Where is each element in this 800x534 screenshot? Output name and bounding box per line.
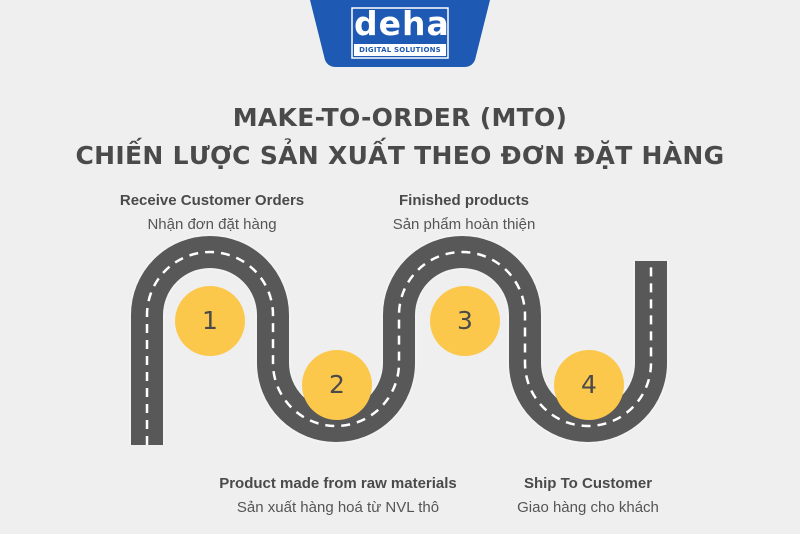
step-4-label-en: Ship To Customer: [523, 475, 653, 492]
title-line-1: MAKE-TO-ORDER (MTO): [232, 103, 568, 132]
step-1-label-en: Receive Customer Orders: [119, 192, 305, 209]
road-lane-marking: [145, 250, 653, 445]
logo-word-frame: [351, 7, 449, 59]
title-line-2: CHIẾN LƯỢC SẢN XUẤT THEO ĐƠN ĐẶT HÀNG: [75, 141, 725, 170]
step-2-badge: 2: [302, 350, 372, 420]
step-4-label: Ship To Customer Giao hàng cho khách: [438, 474, 738, 518]
step-1-badge: 1: [175, 286, 245, 356]
step-3-label-en: Finished products: [398, 192, 529, 209]
logo-wordmark: deha: [354, 4, 450, 43]
step-1-label: Receive Customer Orders Nhận đơn đặt hàn…: [62, 191, 362, 235]
step-4-badge: 4: [554, 350, 624, 420]
step-1-label-vi: Nhận đơn đặt hàng: [147, 216, 277, 233]
step-2-label-en: Product made from raw materials: [219, 475, 457, 492]
step-3-label-vi: Sản phẩm hoàn thiện: [392, 216, 536, 233]
step-3-label: Finished products Sản phẩm hoàn thiện: [314, 191, 614, 235]
step-3-badge: 3: [430, 286, 500, 356]
step-2-label: Product made from raw materials Sản xuất…: [188, 474, 488, 518]
step-2-label-vi: Sản xuất hàng hoá từ NVL thô: [236, 499, 440, 516]
step-4-label-vi: Giao hàng cho khách: [517, 499, 659, 516]
logo-tagline: DIGITAL SOLUTIONS: [354, 44, 446, 56]
